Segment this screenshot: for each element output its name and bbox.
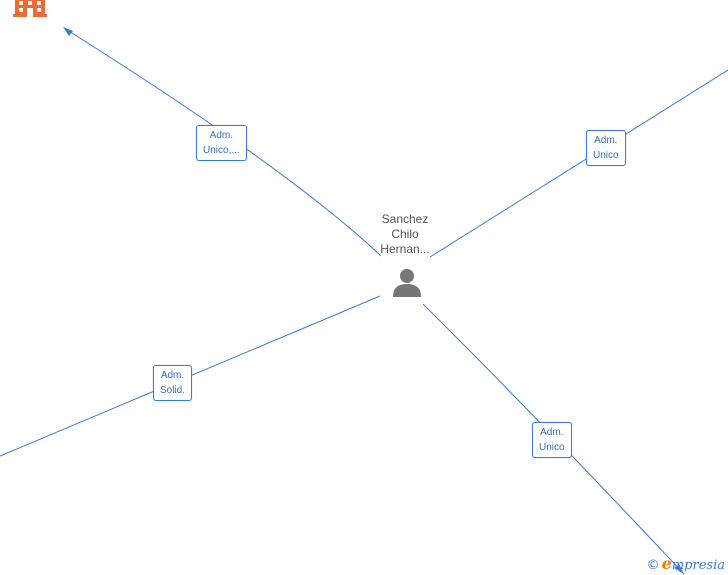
edge-ne	[429, 69, 728, 258]
person-name-label[interactable]: Sanchez Chilo Hernan...	[370, 212, 440, 257]
edge-label-ne[interactable]: Adm. Unico	[586, 130, 626, 166]
edge-label-sw-line-1: Adm.	[160, 370, 185, 381]
brand-name: mpresia	[671, 558, 725, 573]
edge-label-se-line-2: Unico	[539, 442, 565, 453]
edge-label-sw[interactable]: Adm. Solid.	[153, 365, 193, 401]
edge-label-ne-line-2: Unico	[593, 150, 619, 161]
edge-label-nw[interactable]: Adm. Unico,...	[196, 125, 247, 161]
edge-label-se-line-1: Adm.	[540, 427, 564, 438]
edge-label-ne-line-1: Adm.	[594, 135, 618, 146]
person-name-line-1: Sanchez	[381, 212, 429, 226]
building-icon[interactable]	[13, 0, 47, 24]
empresia-watermark: ©empresia	[647, 554, 725, 573]
edge-label-nw-line-1: Adm.	[209, 130, 234, 141]
edge-label-nw-line-2: Unico,...	[203, 145, 240, 156]
edge-label-se[interactable]: Adm. Unico	[532, 422, 572, 458]
edge-nw	[63, 27, 382, 257]
person-icon[interactable]	[391, 268, 423, 303]
person-name-line-3: Hernan...	[380, 242, 430, 256]
person-name-line-2: Chilo	[391, 227, 419, 241]
copyright-symbol: ©	[646, 558, 660, 573]
brand-initial: e	[661, 554, 672, 573]
edge-nw-arrowhead	[63, 27, 73, 36]
edge-label-sw-line-2: Solid.	[160, 385, 186, 396]
edge-se-arrowhead	[674, 564, 684, 574]
